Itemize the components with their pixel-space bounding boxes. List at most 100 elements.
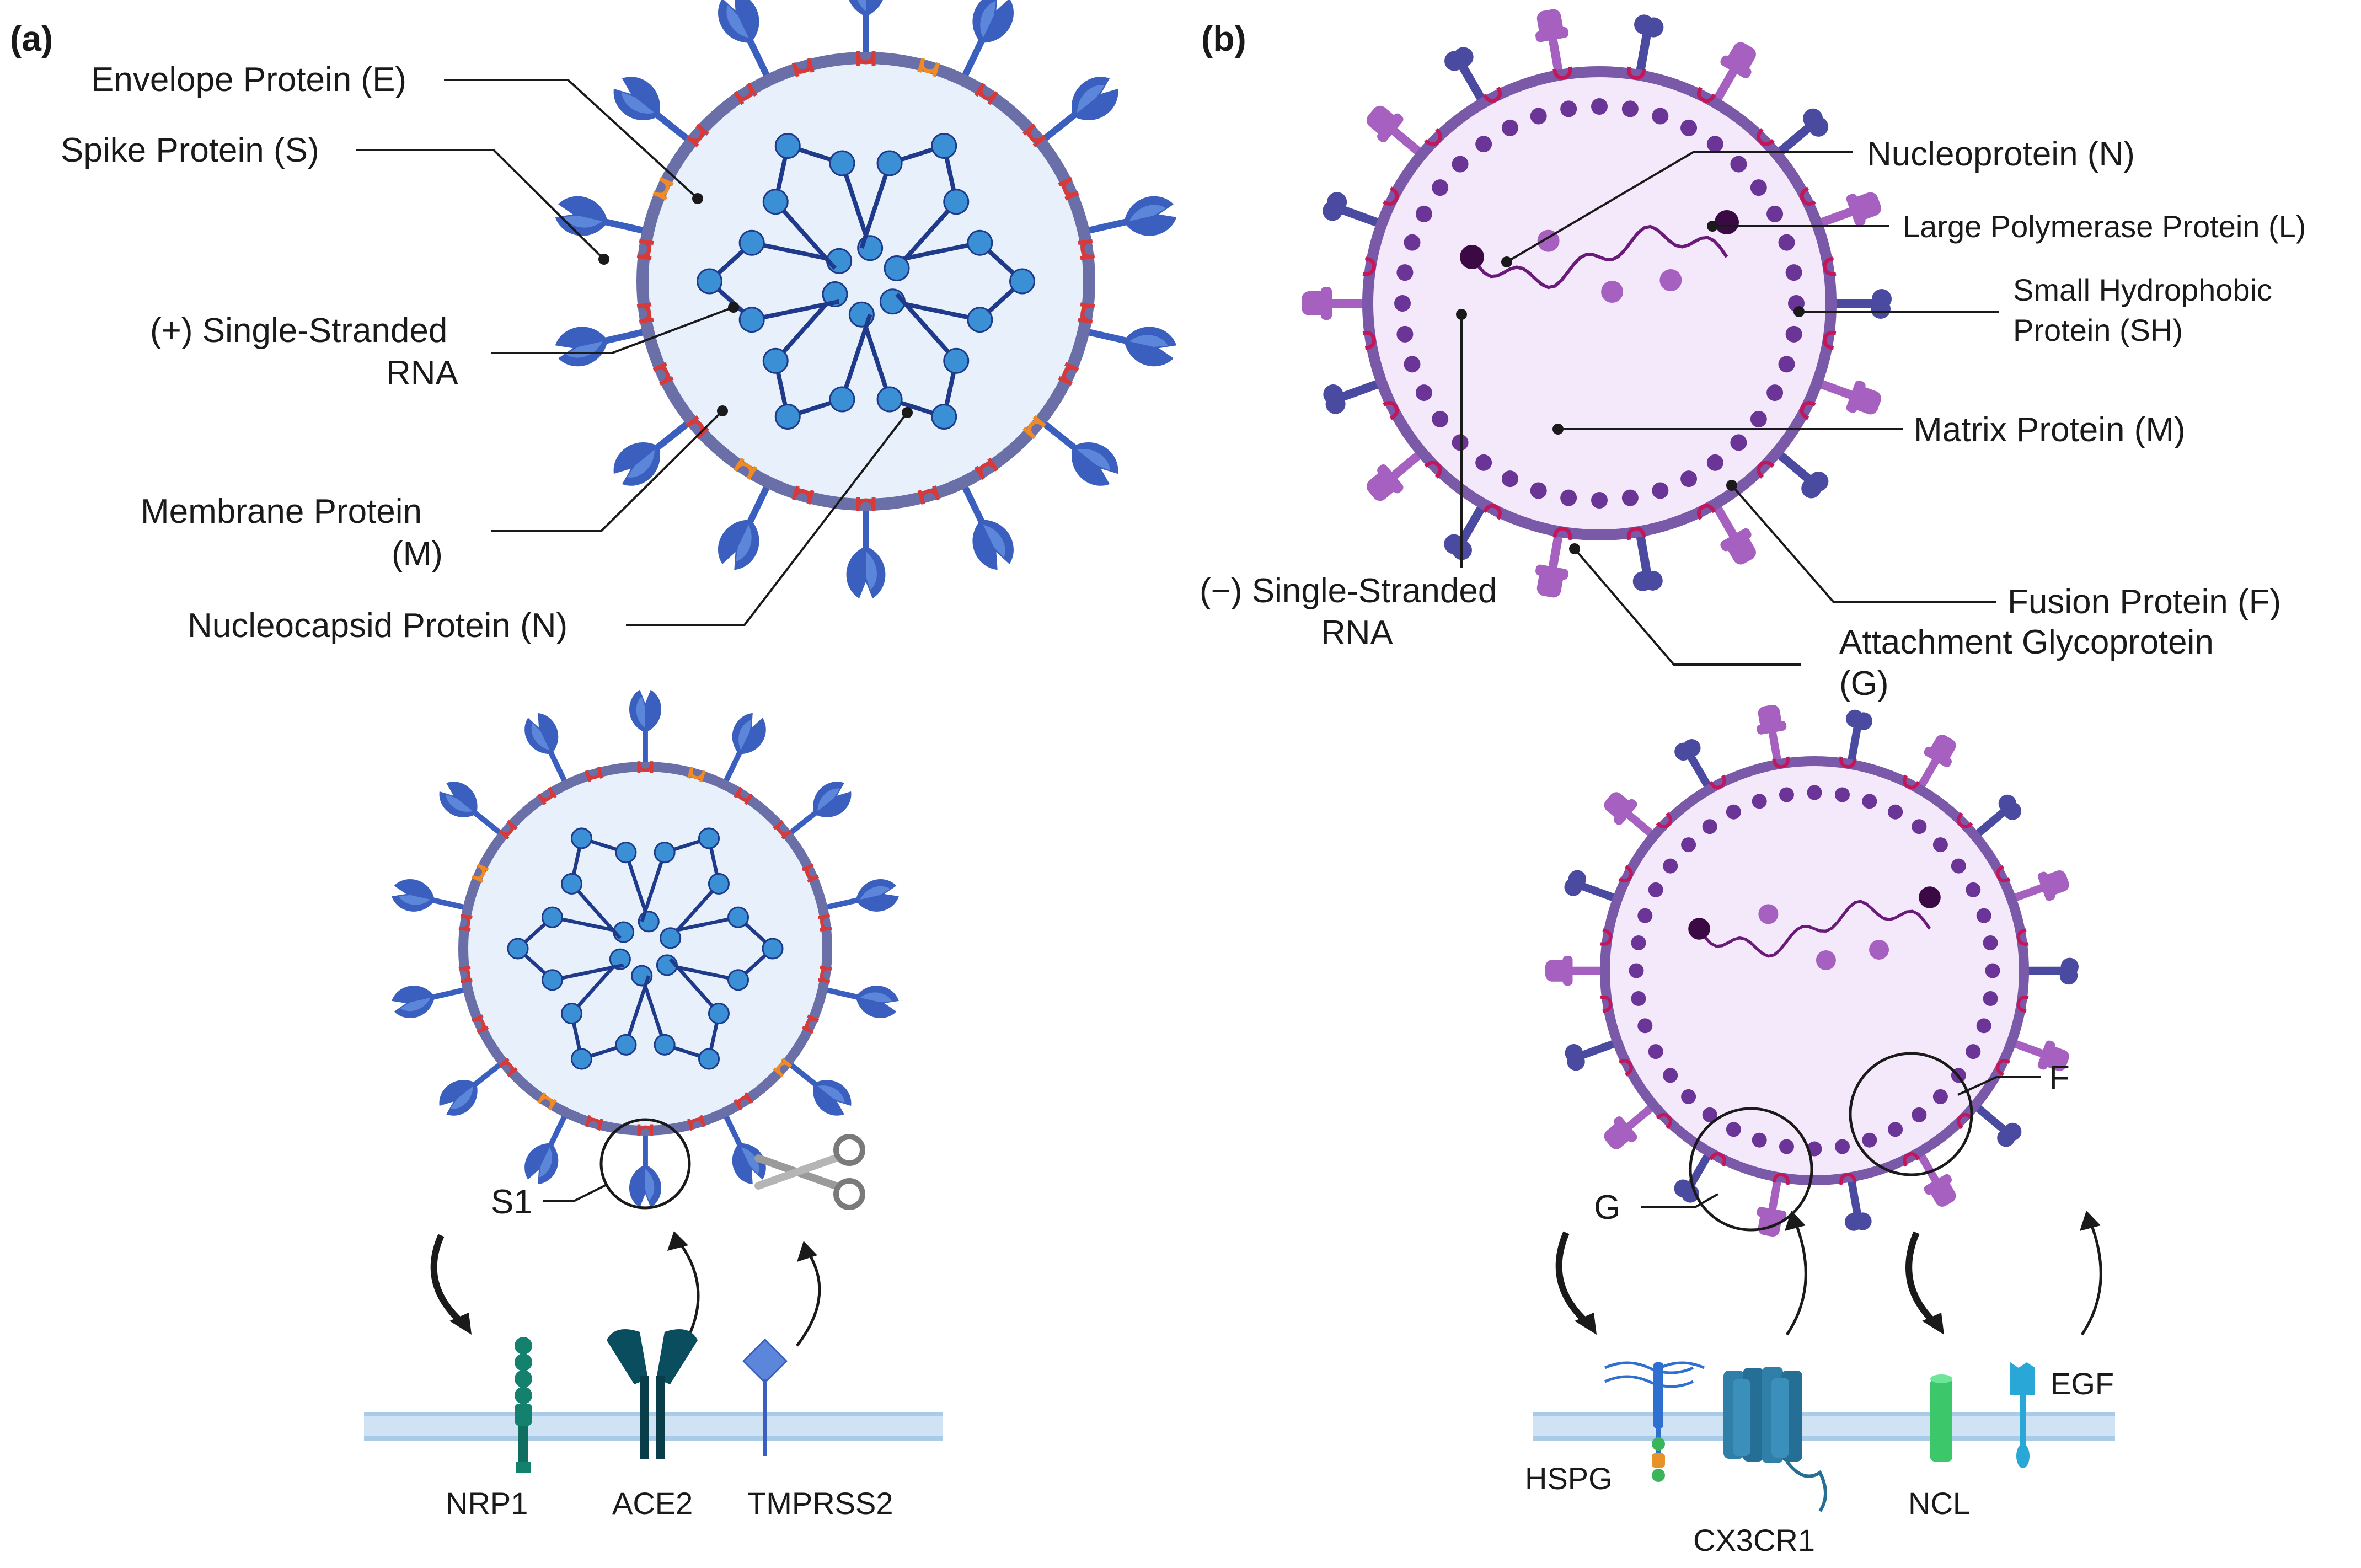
matrix-protein [1730,156,1747,173]
nucleocapsid-protein [654,842,676,864]
label-rna-line1: (+) Single-Stranded [150,312,447,350]
membrane-protein [1078,302,1095,324]
matrix-protein [1862,794,1877,809]
leader-attachment [1573,548,1801,666]
matrix-protein [1452,156,1469,173]
nucleocapsid-protein [561,873,583,895]
polymerase-protein [1460,245,1484,269]
leader-dot-envelope [692,193,703,204]
arrow-head-ncl [1922,1313,1944,1335]
egf-receptor [2010,1362,2035,1468]
matrix-protein [1404,234,1421,251]
small-hydrophobic-protein [1552,66,1572,80]
matrix-protein [1983,935,1998,950]
label-rna-b-line1: (−) Single-Stranded [1200,572,1497,610]
matrix-protein [1415,384,1432,402]
matrix-protein [1396,264,1414,281]
matrix-protein [1404,356,1421,373]
viral-envelope [636,52,1095,511]
matrix-protein [1779,1139,1794,1154]
membrane-protein [856,51,876,66]
matrix-protein [1621,489,1639,506]
small-hydrophobic-protein [1482,504,1502,520]
nucleocapsid-protein [654,1034,676,1056]
s1-highlight-circle [599,1118,691,1210]
arrow-head-tmprss2 [797,1241,817,1262]
matrix-protein [1750,410,1767,427]
matrix-protein [1637,908,1653,923]
matrix-protein [1976,1018,1991,1034]
spike-protein [960,0,1014,82]
nucleocapsid-protein [609,948,631,970]
matrix-protein [1415,205,1432,222]
nucleocapsid-protein [638,911,660,933]
nucleocapsid-protein [708,873,730,895]
nucleocapsid-protein [762,938,784,960]
matrix-protein [1750,179,1767,196]
matrix-protein [1648,882,1663,897]
membrane-protein [734,1092,753,1111]
spike-protein [960,481,1014,570]
matrix-protein [1560,489,1577,506]
leader-fusion [1731,484,1996,603]
nucleocapsid-protein [615,1034,637,1056]
matrix-protein [1932,1089,1948,1104]
matrix-protein [1985,963,2000,978]
label-tmprss2: TMPRSS2 [747,1486,893,1521]
small-hydrophobic-protein [1903,774,1920,789]
matrix-protein [1778,234,1795,251]
small-hydrophobic-protein [1800,186,1816,206]
membrane-protein [917,485,940,505]
membrane-protein [818,914,832,932]
nucleocapsid-protein [967,307,993,333]
membrane-protein [1058,176,1079,201]
membrane-protein [636,239,654,260]
small-hydrophobic-protein [1383,400,1399,420]
small-hydrophobic-protein [1362,330,1376,350]
label-hspg: HSPG [1525,1461,1613,1496]
membrane-protein [636,302,654,324]
matrix-protein [1432,410,1449,427]
spike-protein [846,505,886,598]
nucleocapsid-protein [876,386,903,413]
nucleocapsid-protein [727,969,749,991]
viral-envelope [458,761,833,1136]
spike-protein [392,879,469,912]
nucleocapsid-protein [698,1048,720,1070]
arrow-ace2-out [677,1240,700,1336]
arrow-hspg-in [1555,1231,1591,1326]
membrane-protein [637,1124,654,1136]
label-s1: S1 [491,1183,533,1221]
polymerase-protein [1688,918,1710,940]
membrane-protein [686,123,709,148]
envelope-protein [471,863,489,883]
leader-nucleoprotein [1506,151,1853,263]
membrane-protein [585,1115,604,1131]
membrane-protein [585,766,604,783]
leader-dot-membrane [717,405,728,416]
nrp1-receptor [515,1337,532,1473]
membrane-protein [974,457,999,480]
panel-a-labels: Envelope Protein (E) Spike Protein (S) (… [61,61,913,645]
scissors-icon [754,1134,865,1210]
small-hydrophobic-protein [1823,256,1837,276]
cell-membrane-a-line-top [364,1412,943,1416]
panel-a-letter: (a) [10,19,53,58]
envelope-protein [687,766,706,783]
matrix-protein [1766,205,1784,222]
membrane-protein [1078,239,1095,260]
arrow-head-cx3cr1 [1785,1211,1806,1231]
nucleocapsid-protein [943,189,970,215]
arrow-cx3cr1-out [1785,1221,1807,1336]
envelope-protein [917,57,940,77]
rsv-virion-diagram [1302,9,1892,598]
attachment-glycoprotein [1844,1166,1872,1231]
leader-envelope [444,79,699,200]
matrix-protein [1631,991,1646,1007]
matrix-protein [1621,100,1639,117]
nucleocapsid-protein [1009,268,1035,295]
nucleocapsid-protein [762,347,789,374]
hspg-receptor [1604,1361,1705,1482]
membrane-protein [791,57,815,77]
